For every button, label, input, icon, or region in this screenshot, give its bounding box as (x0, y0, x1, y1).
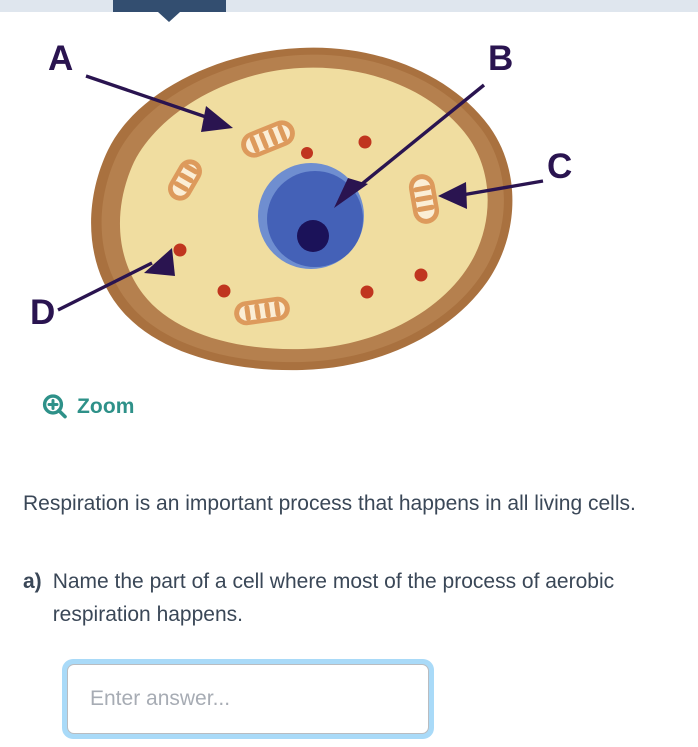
zoom-label: Zoom (77, 395, 135, 418)
magnifier-plus-icon (42, 394, 67, 419)
leader-line-d (57, 261, 153, 312)
leader-line-c (461, 179, 544, 197)
ribosome-1 (301, 147, 313, 159)
answer-input[interactable] (67, 664, 429, 734)
diagram-label-a: A (48, 39, 73, 78)
leader-line-b (355, 83, 486, 190)
cell-diagram: A B C D (0, 14, 698, 386)
leader-arrow-a (201, 106, 233, 132)
question-marker: a) (23, 570, 42, 593)
top-bar-pointer-icon (158, 12, 180, 22)
question-text: Name the part of a cell where most of th… (52, 570, 615, 626)
leader-arrow-c (438, 182, 467, 209)
ribosome-6 (414, 268, 428, 282)
answer-input-focus-ring (62, 659, 434, 739)
intro-text: Respiration is an important process that… (23, 492, 636, 515)
ribosome-3 (173, 243, 187, 257)
top-bar (0, 0, 698, 12)
ribosome-4 (217, 284, 231, 298)
mitochondrion-1 (241, 120, 295, 158)
diagram-label-b: B (488, 39, 513, 78)
top-bar-tab[interactable] (113, 0, 226, 12)
mitochondrion-4 (234, 296, 290, 326)
ribosome-2 (358, 135, 372, 149)
leader-arrow-b (334, 178, 368, 208)
nucleolus (297, 220, 329, 252)
nucleus (267, 171, 363, 267)
question-a: a) Name the part of a cell where most of… (23, 565, 668, 631)
leader-lines (57, 74, 544, 312)
mitochondrion-2 (168, 159, 202, 201)
leader-arrow-d (144, 248, 175, 276)
leader-line-a (85, 74, 210, 120)
zoom-button[interactable]: Zoom (42, 394, 135, 420)
ribosome-5 (360, 285, 374, 299)
mitochondrion-3 (408, 174, 440, 224)
diagram-label-c: C (547, 147, 572, 186)
diagram-label-d: D (30, 293, 55, 332)
